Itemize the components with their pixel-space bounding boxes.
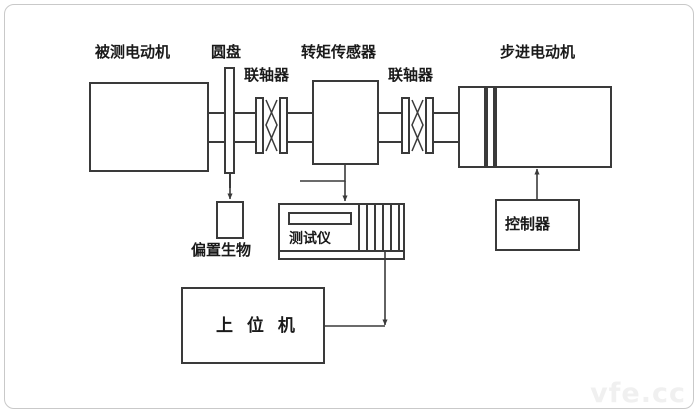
block-coupling-right-flange-b[interactable]	[425, 97, 434, 154]
disc-stem	[229, 174, 231, 188]
block-coupling-left-flange-a[interactable]	[255, 97, 264, 154]
label-host-computer: 上 位 机	[216, 316, 299, 336]
tester-slot-divider-4	[382, 205, 384, 250]
shaft-rail-top-5	[434, 112, 458, 114]
tester-slot-divider-1	[358, 205, 360, 250]
shaft-rail-bottom-2	[235, 141, 255, 143]
coupling-left-spring	[265, 99, 278, 152]
block-disc[interactable]	[224, 67, 235, 174]
label-controller: 控制器	[505, 215, 551, 233]
shaft-rail-top-2	[235, 112, 255, 114]
label-disc: 圆盘	[211, 43, 242, 61]
shaft-rail-top-4	[379, 112, 401, 114]
label-tester: 测试仪	[289, 231, 331, 247]
tester-display-screen	[288, 212, 352, 225]
label-coupling-right: 联轴器	[388, 66, 434, 84]
shaft-rail-bottom-4	[379, 141, 401, 143]
coupling-right-spring	[411, 99, 424, 152]
block-bias-device[interactable]	[216, 201, 244, 239]
label-bias-device: 偏置生物	[191, 241, 252, 259]
shaft-rail-bottom-3	[288, 141, 312, 143]
block-controller[interactable]	[495, 199, 580, 251]
label-torque-sensor: 转矩传感器	[301, 43, 377, 61]
shaft-rail-top-1	[209, 112, 224, 114]
label-coupling-left: 联轴器	[244, 66, 290, 84]
tester-slot-divider-6	[398, 205, 400, 250]
block-host-computer[interactable]	[181, 287, 325, 364]
block-stepper-motor-collar[interactable]	[486, 86, 495, 168]
label-tested-motor: 被测电动机	[95, 43, 171, 61]
block-torque-sensor[interactable]	[312, 80, 379, 165]
shaft-rail-bottom-5	[434, 141, 458, 143]
tester-slot-divider-3	[374, 205, 376, 250]
block-coupling-right-flange-a[interactable]	[401, 97, 410, 154]
watermark: vfe.cc	[590, 378, 686, 409]
tester-slot-divider-5	[390, 205, 392, 250]
label-stepper-motor: 步进电动机	[500, 43, 576, 61]
block-tested-motor[interactable]	[89, 82, 209, 172]
block-stepper-motor-endbell[interactable]	[458, 86, 486, 168]
shaft-rail-bottom-1	[209, 141, 224, 143]
block-coupling-left-flange-b[interactable]	[279, 97, 288, 154]
tester-slot-divider-2	[366, 205, 368, 250]
block-stepper-motor-body[interactable]	[495, 86, 612, 168]
tester-base-strip	[280, 250, 405, 252]
shaft-rail-top-3	[288, 112, 312, 114]
